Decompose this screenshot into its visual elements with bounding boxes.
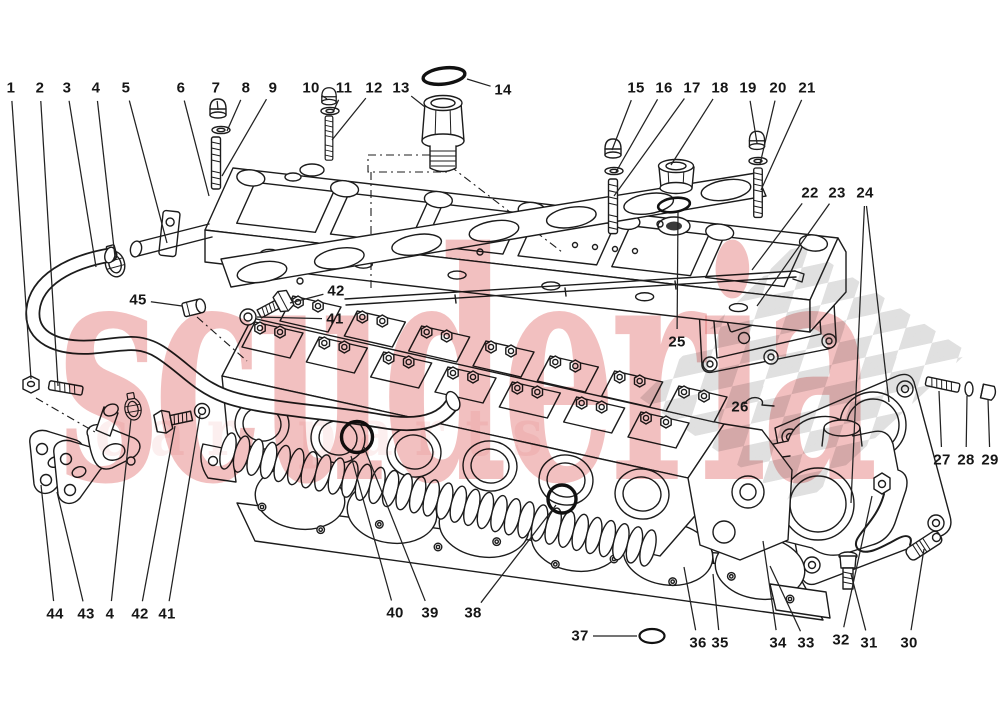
screw-plug [657,158,695,195]
datum-box [367,154,451,173]
plug-axis [196,316,248,362]
oil-filler-plug [421,94,465,173]
flange-bolt [152,403,195,436]
water-temp-sensor [873,472,891,495]
datum-line-diagonal [449,165,563,253]
hex-nut [22,375,40,394]
seal-washer-a [239,308,257,326]
valve-cover-gasket [220,172,767,288]
stud-nut-washer-set-2 [320,87,340,161]
port-o-ring-2 [546,483,578,515]
seal-washer-b [193,402,211,420]
filler-o-ring [421,65,467,87]
short-stud [47,379,84,397]
assembly-axis [35,397,96,433]
small-o-ring [638,627,666,645]
plug-o-ring-2 [656,196,692,214]
cover-plate-stud [924,375,961,394]
port-o-ring-1 [339,419,375,455]
hose-clamp-lower [121,391,144,422]
cover-plate-washer [964,381,974,397]
bracket-clip [743,396,775,407]
cover-plate-nut [979,383,997,401]
grub-plug [181,298,207,318]
stud-nut-washer-set-1 [209,98,231,190]
